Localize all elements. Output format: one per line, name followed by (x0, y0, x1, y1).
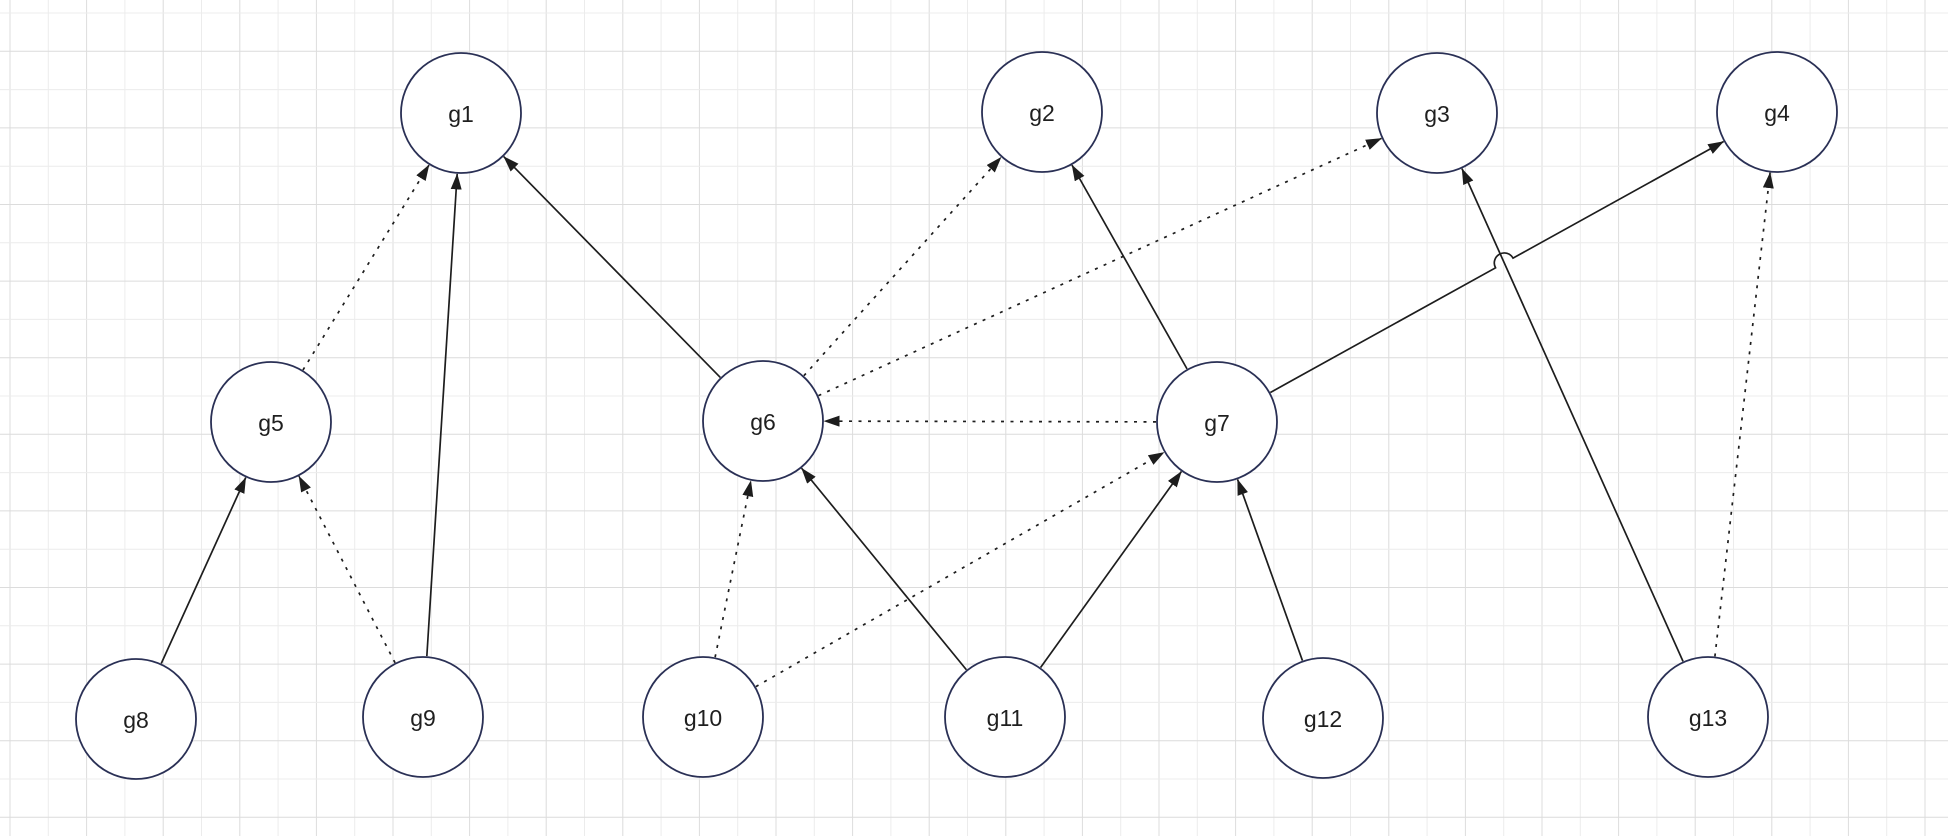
node-circle[interactable] (362, 656, 484, 778)
edge-g7-g4-solid[interactable] (1269, 140, 1725, 394)
node-circle[interactable] (702, 360, 824, 482)
edge-g6-g3-dotted[interactable] (818, 137, 1382, 397)
node-g9[interactable]: g9 (362, 656, 484, 778)
edge-g13-g3-solid[interactable] (1461, 168, 1684, 662)
node-circle[interactable] (400, 52, 522, 174)
edge-g12-g7-solid[interactable] (1236, 478, 1304, 661)
edge-g7-g2-solid[interactable] (1071, 164, 1188, 370)
edge-g10-g6-dotted[interactable] (714, 480, 754, 658)
node-g4[interactable]: g4 (1716, 51, 1838, 173)
node-circle[interactable] (210, 361, 332, 483)
edge-g9-g5-dotted[interactable] (298, 475, 396, 664)
node-g3[interactable]: g3 (1376, 52, 1498, 174)
node-circle[interactable] (642, 656, 764, 778)
node-circle[interactable] (1262, 657, 1384, 779)
node-g8[interactable]: g8 (75, 658, 197, 780)
node-g10[interactable]: g10 (642, 656, 764, 778)
edge-g11-g6-solid[interactable] (800, 467, 968, 671)
node-g1[interactable]: g1 (400, 52, 522, 174)
node-g13[interactable]: g13 (1647, 656, 1769, 778)
node-g6[interactable]: g6 (702, 360, 824, 482)
node-circle[interactable] (1156, 361, 1278, 483)
edge-g9-g1-solid[interactable] (425, 173, 462, 657)
nodes-layer: g1 g2 g3 g4 g5 g6 g7 g8 g9 g10 g11 g12 g13 (75, 51, 1838, 780)
node-g2[interactable]: g2 (981, 51, 1103, 173)
node-g5[interactable]: g5 (210, 361, 332, 483)
node-circle[interactable] (1376, 52, 1498, 174)
node-circle[interactable] (1716, 51, 1838, 173)
edge-g13-g4-dotted[interactable] (1714, 172, 1774, 657)
edge-g11-g7-solid[interactable] (1039, 471, 1183, 668)
node-circle[interactable] (75, 658, 197, 780)
edge-g10-g7-dotted[interactable] (755, 451, 1165, 688)
node-g12[interactable]: g12 (1262, 657, 1384, 779)
node-g11[interactable]: g11 (944, 656, 1066, 778)
node-circle[interactable] (1647, 656, 1769, 778)
node-circle[interactable] (944, 656, 1066, 778)
edge-g6-g1-solid[interactable] (503, 155, 721, 379)
edge-g5-g1-dotted[interactable] (302, 164, 430, 371)
node-circle[interactable] (981, 51, 1103, 173)
edge-g8-g5-solid[interactable] (160, 477, 247, 664)
edge-g6-g2-dotted[interactable] (803, 156, 1002, 377)
edge-g7-g6-dotted[interactable] (823, 415, 1157, 427)
edges-layer (160, 137, 1774, 688)
node-g7[interactable]: g7 (1156, 361, 1278, 483)
